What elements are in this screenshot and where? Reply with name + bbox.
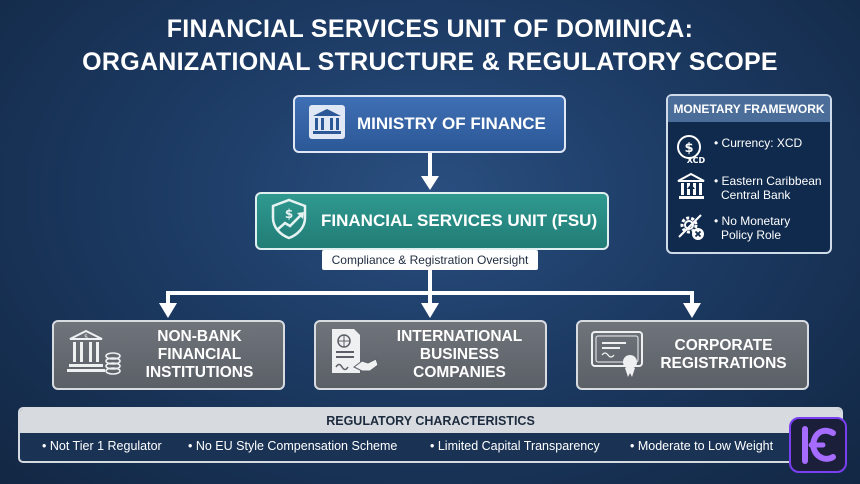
- monetary-item-currency-text: • Currency: XCD: [714, 136, 803, 150]
- svg-text:$: $: [285, 207, 293, 221]
- entity-label-ibc: INTERNATIONAL BUSINESS COMPANIES: [396, 328, 523, 381]
- monetary-item-policy: • No Monetary Policy Role: [676, 212, 790, 247]
- svg-text:$: $: [84, 333, 88, 340]
- bank-icon: [309, 104, 345, 144]
- arrowhead-fsu: [421, 176, 439, 190]
- regulatory-characteristics-title: REGULATORY CHARACTERISTICS: [20, 409, 841, 433]
- monetary-item-central-bank: • Eastern Caribbean Central Bank: [676, 172, 822, 207]
- gear-cross-icon: [676, 212, 706, 247]
- regulatory-characteristics-panel: REGULATORY CHARACTERISTICS • Not Tier 1 …: [18, 407, 843, 463]
- document-handshake-icon: [328, 327, 380, 384]
- certificate-icon: [590, 328, 646, 383]
- shield-growth-icon: $: [269, 198, 309, 245]
- arrowhead-center: [421, 303, 439, 318]
- bank-coins-icon: $: [66, 327, 122, 384]
- page-title-line-2: ORGANIZATIONAL STRUCTURE & REGULATORY SC…: [82, 48, 778, 76]
- monetary-item-policy-text-1: • No Monetary: [714, 214, 791, 228]
- brand-logo-icon: [789, 417, 847, 473]
- entity-label-corporate: CORPORATE REGISTRATIONS: [660, 337, 787, 372]
- regulatory-item: • No EU Style Compensation Scheme: [188, 439, 398, 453]
- monetary-item-central-bank-text-2: Central Bank: [721, 188, 791, 202]
- entity-corporate-registrations: CORPORATE REGISTRATIONS: [576, 320, 809, 390]
- regulatory-item: • Not Tier 1 Regulator: [42, 439, 162, 453]
- monetary-framework-title: MONETARY FRAMEWORK: [668, 96, 830, 122]
- entity-international-business-companies: INTERNATIONAL BUSINESS COMPANIES: [314, 320, 547, 390]
- fsu-box: $ FINANCIAL SERVICES UNIT (FSU): [255, 192, 609, 250]
- central-bank-icon: [676, 172, 706, 207]
- ministry-label: MINISTRY OF FINANCE: [357, 114, 546, 133]
- monetary-item-policy-text-2: Policy Role: [721, 228, 782, 242]
- monetary-framework-panel: MONETARY FRAMEWORK $ XCD • Currency: XCD: [666, 94, 832, 254]
- page-title-line-1: FINANCIAL SERVICES UNIT OF DOMINICA:: [166, 15, 694, 43]
- regulatory-item: • Limited Capital Transparency: [430, 439, 600, 453]
- svg-text:$: $: [684, 141, 693, 156]
- entity-label-non-bank: NON-BANK FINANCIAL INSTITUTIONS: [145, 328, 254, 381]
- monetary-item-currency: $ XCD • Currency: XCD: [676, 134, 802, 169]
- arrowhead-left: [159, 303, 177, 318]
- regulatory-item: • Moderate to Low Weight: [630, 439, 774, 453]
- xcd-coin-icon: $ XCD: [676, 134, 706, 169]
- ministry-of-finance-box: MINISTRY OF FINANCE: [293, 95, 566, 153]
- fsu-label: FINANCIAL SERVICES UNIT (FSU): [321, 211, 598, 230]
- arrowhead-right: [683, 303, 701, 318]
- svg-text:XCD: XCD: [687, 156, 706, 164]
- oversight-label: Compliance & Registration Oversight: [322, 250, 538, 270]
- monetary-item-central-bank-text-1: • Eastern Caribbean: [714, 174, 822, 188]
- entity-non-bank-financial-institutions: $ NON-BANK FINANCIAL INSTITUTIONS: [52, 320, 285, 390]
